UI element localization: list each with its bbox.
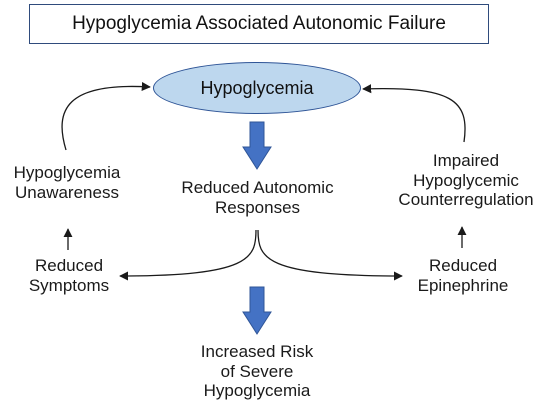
- symptoms-line-2: Symptoms: [28, 275, 110, 295]
- reduced-responses-line-2: Responses: [214, 197, 301, 217]
- epinephrine-line-2: Epinephrine: [417, 275, 509, 295]
- hypoglycemia-unawareness-node: Hypoglycemia Unawareness: [2, 163, 132, 202]
- symptoms-line-1: Reduced: [34, 256, 104, 275]
- block-arrow-responses-to-outcome: [242, 286, 272, 335]
- arrow-counterregulation-to-hypoglycemia: [362, 84, 466, 143]
- arrow-responses-to-symptoms: [119, 229, 257, 281]
- unawareness-line-2: Unawareness: [15, 182, 119, 202]
- unawareness-line-1: Hypoglycemia: [13, 163, 121, 182]
- epinephrine-line-1: Reduced: [428, 256, 498, 275]
- arrow-unawareness-to-hypoglycemia: [61, 81, 151, 151]
- block-arrow-hypoglycemia-to-responses: [242, 121, 272, 170]
- arrow-responses-to-epinephrine: [257, 229, 403, 281]
- reduced-symptoms-node: Reduced Symptoms: [14, 256, 124, 295]
- hypoglycemia-node: Hypoglycemia: [153, 62, 361, 114]
- impaired-counterregulation-node: Impaired Hypoglycemic Counterregulation: [382, 151, 550, 210]
- counterregulation-line-1: Impaired: [432, 151, 500, 170]
- reduced-autonomic-responses-node: Reduced Autonomic Responses: [160, 178, 355, 217]
- outcome-line-2: of Severe: [220, 361, 294, 381]
- diagram-title: Hypoglycemia Associated Autonomic Failur…: [29, 4, 489, 44]
- increased-risk-outcome-node: Increased Risk of Severe Hypoglycemia: [180, 342, 334, 401]
- counterregulation-line-2: Hypoglycemic: [413, 170, 519, 190]
- reduced-epinephrine-node: Reduced Epinephrine: [404, 256, 522, 295]
- outcome-line-3: Hypoglycemia: [203, 381, 311, 401]
- reduced-responses-line-1: Reduced Autonomic: [181, 178, 334, 197]
- outcome-line-1: Increased Risk: [200, 342, 314, 361]
- counterregulation-line-3: Counterregulation: [398, 190, 534, 210]
